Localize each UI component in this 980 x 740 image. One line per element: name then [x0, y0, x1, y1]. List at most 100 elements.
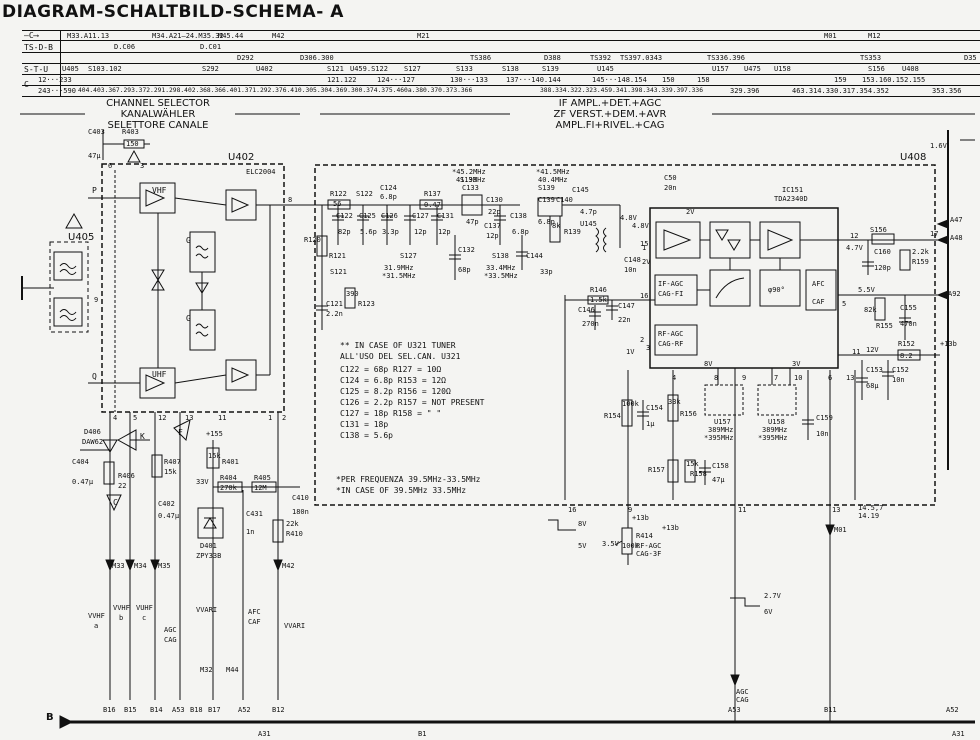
pin-number: 15 [640, 240, 649, 248]
amp-triangle [231, 367, 250, 383]
s133-label: S133 [460, 176, 477, 184]
s138-freq: 33.4MHz [486, 264, 516, 272]
signal-sub: a [94, 622, 99, 630]
row-label-c: —C⟶ [24, 31, 39, 40]
osc-box [189, 231, 216, 273]
table-cell: TS392 [590, 54, 612, 62]
table-cell: TS386 [470, 54, 492, 62]
s139-freq: 40.4MHz [538, 176, 568, 184]
voltage-label: +13b [662, 524, 679, 532]
agc-detector-block [709, 269, 751, 307]
pin-number: 14.5,7 [858, 504, 884, 512]
if-agc-label: CAG-FI [658, 290, 684, 298]
table-cell: M01 [824, 32, 837, 40]
pin-number: 9 [628, 506, 633, 514]
u158-outline [757, 384, 797, 416]
mixer-box [225, 359, 257, 391]
resistor [684, 459, 696, 483]
title-line: AMPL.FI+RIVEL.+CAG [555, 120, 665, 131]
bus-connector: A31 [258, 730, 271, 738]
amp-triangle [145, 374, 166, 392]
c127-label: C127 [412, 212, 429, 220]
s138-freq: *33.5MHz [484, 272, 518, 280]
note-title: ** IN CASE OF U321 TUNER [340, 341, 456, 350]
voltage-label: +13b [940, 340, 957, 348]
voltage-label: 2V [686, 208, 695, 216]
table-cell: 388.334.322.323.459.341.398.343.339.397.… [540, 87, 704, 94]
c-triangle [106, 494, 122, 512]
pin-number: 5 [842, 300, 847, 308]
table-cell: 463.314.330.317.354.352 [792, 87, 889, 95]
pin-q-label: Q [92, 372, 97, 381]
table-cell: 12···233 [38, 76, 72, 84]
table-cell: 353.356 [932, 87, 962, 95]
note-line: C126 = 2.2p R157 = NOT PRESENT [340, 398, 485, 407]
table-cell: S121 [327, 65, 344, 73]
filter-symbol [195, 323, 209, 337]
table-cell: 137···140.144 [506, 76, 561, 84]
note-line: *IN CASE OF 39.5MHz 33.5MHz [336, 486, 467, 495]
voltage-label: 5V [578, 542, 587, 550]
pin-number: 11 [852, 348, 861, 356]
pin-number: 12 [850, 232, 859, 240]
u158-freq: *395MHz [758, 434, 788, 442]
s133-freq: *45.2MHz [452, 168, 486, 176]
zener-diode [203, 517, 217, 529]
r122-value: 56 [333, 200, 342, 208]
varicap-diode [151, 269, 165, 291]
note-line: C125 = 8.2p R156 = 120Ω [340, 387, 451, 396]
bus-connector: B1 [418, 730, 427, 738]
table-cell: TS336.396 [707, 54, 745, 62]
coil-box [461, 194, 483, 216]
c158-label: C158 [712, 462, 729, 470]
c410-label: C410 [292, 494, 309, 502]
voltage-label: 4.7V [846, 244, 863, 252]
r146-value: 1.5k [590, 296, 607, 304]
voltage-label: 3.5V [602, 540, 619, 548]
connector-arrow [105, 559, 115, 572]
bus-connector: B14 [150, 706, 163, 714]
u408-label: U408 [900, 152, 927, 163]
rf-agc-block [654, 324, 698, 356]
r123-value: 390 [346, 290, 359, 298]
table-divider [60, 30, 61, 96]
table-cell: 145···148.154 [592, 76, 647, 84]
table-cell: 121.122 [327, 76, 357, 84]
osc-box [189, 309, 216, 351]
r139-value: 8k [552, 222, 561, 230]
table-rule [22, 85, 980, 86]
u158-freq: 389MHz [762, 426, 788, 434]
c131-value: 12p [438, 228, 451, 236]
r158-value: 15k [686, 460, 699, 468]
table-cell: S133 [456, 65, 473, 73]
resistor [899, 249, 911, 271]
r120-label: R120 [304, 236, 321, 244]
connector-m42: M42 [282, 562, 295, 570]
pin-number: 14.19 [858, 512, 880, 520]
c138-label: C138 [510, 212, 527, 220]
pin-number: 13 [832, 506, 841, 514]
r137-value: 0.47 [424, 201, 441, 209]
table-rule [22, 74, 980, 75]
tuner-pin: 1 [268, 414, 273, 422]
r159-value: 2.2k [912, 248, 929, 256]
c403-value: 47µ [88, 152, 101, 160]
c148-label: C148 [624, 256, 641, 264]
symbol-g: G [186, 314, 191, 323]
r405-label: R405 [254, 474, 271, 482]
voltage-label: 4.8V [632, 222, 649, 230]
pin-a92: A92 [948, 290, 961, 298]
s138-label: S138 [492, 252, 509, 260]
c50-value: 20n [664, 184, 677, 192]
signal-agc: AGC [736, 688, 749, 696]
table-rule [22, 96, 980, 97]
tuner-pin: 3 [140, 162, 145, 170]
bus-connector: A53 [172, 706, 185, 714]
c154-label: C154 [646, 404, 663, 412]
r406-value: 22 [118, 482, 127, 490]
connector-arrow [150, 559, 160, 572]
c144-value: 33p [540, 268, 553, 276]
bus-connector: B16 [103, 706, 116, 714]
signal-agc: AGC [164, 626, 177, 634]
voltage-label: 1V [626, 348, 635, 356]
